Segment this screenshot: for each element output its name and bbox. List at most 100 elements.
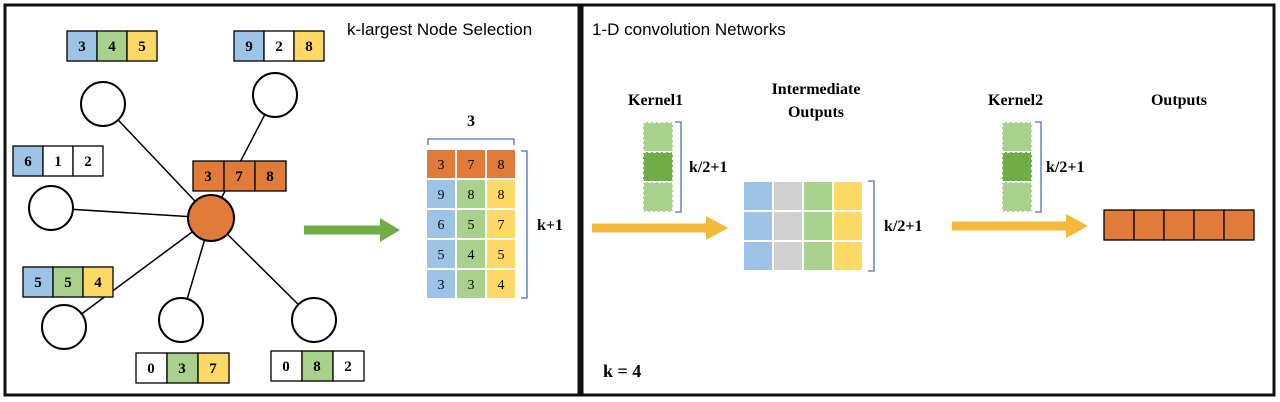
neighbor-node [252,72,298,118]
label-value: 8 [305,39,313,55]
intermediate-cell [832,210,864,242]
left-panel-title: k-largest Node Selection [347,20,532,39]
kernel-cell [1001,151,1033,183]
kernel-cell [642,181,674,213]
neighbor-nodes [28,72,337,350]
intermediate-cell [742,240,774,272]
label-value: 8 [266,169,274,185]
label-cell [66,30,98,62]
label-value: 2 [84,154,92,170]
matrix-cell [425,268,457,300]
neighbor-label-3: 6 1 2 [12,145,104,177]
kernel1-label: Kernel1 [628,92,683,109]
label-cell [82,266,114,298]
selected-matrix: 3 k+1 3 7 8 9 8 8 6 5 7 5 4 5 3 3 4 [425,113,563,300]
matrix-value: 8 [468,188,475,203]
label-cell [332,350,365,382]
label-value: 2 [344,359,352,375]
matrix-cell [485,208,517,240]
edge [63,217,212,328]
label-value: 8 [313,359,321,375]
label-value: 3 [178,361,186,377]
neighbor-label-1: 3 4 5 [66,30,158,62]
intermediate-cell [742,210,774,242]
label-value: 0 [282,359,290,375]
kernel1-brace [675,121,682,213]
yellow-arrowhead-2 [1066,214,1088,238]
neighbor-node [80,81,126,127]
neighbor-label-6: 0 8 2 [270,350,365,382]
k-note: k = 4 [603,361,641,381]
label-value: 3 [78,39,86,55]
intermediate-cell [772,180,804,212]
label-cell [52,266,84,298]
label-value: 9 [245,39,253,55]
kernel2: Kernel2 k/2+1 [988,92,1084,213]
matrix-cell [455,148,487,180]
matrix-value: 4 [468,248,475,263]
edge [210,217,315,321]
intermediate-outputs: Intermediate Outputs k/2+1 [742,81,922,272]
matrix-value: 4 [498,278,505,293]
output-cell [1103,209,1135,241]
matrix-value: 5 [438,248,445,263]
intermediate-cell [802,240,834,272]
matrix-cell [455,178,487,210]
matrix-value: 8 [498,158,505,173]
neighbor-node [158,297,204,343]
kernel2-size: k/2+1 [1046,159,1084,176]
label-value: 7 [209,361,217,377]
label-value: 5 [138,39,146,55]
kernel1: Kernel1 k/2+1 [628,92,727,213]
center-node-label: 3 7 8 [192,160,287,192]
neighbor-label-2: 9 2 8 [233,30,325,62]
kernel2-label: Kernel2 [988,92,1043,109]
label-value: 5 [34,275,42,291]
outputs-label: Outputs [1151,92,1207,109]
green-arrowhead [380,218,400,242]
kernel2-brace [1035,121,1042,213]
left-panel-border [3,3,581,397]
intermediate-label-line1: Intermediate [772,81,861,98]
neighbor-node [291,297,337,343]
kernel-cell [642,121,674,153]
center-node [187,194,235,242]
neighbor-node [28,185,74,231]
intermediate-label-line2: Outputs [788,104,844,121]
matrix-value: 3 [438,278,445,293]
matrix-value: 5 [498,248,505,263]
right-panel-border [580,3,1276,397]
kernel-cell [1001,121,1033,153]
intermediate-cell [772,210,804,242]
label-value: 4 [94,275,102,291]
yellow-arrowhead-1 [706,216,728,240]
label-cell [254,160,287,192]
label-value: 0 [147,361,155,377]
label-value: 2 [275,39,283,55]
output-cell [1223,209,1255,241]
matrix-value: 3 [438,158,445,173]
output-cell [1193,209,1225,241]
intermediate-cell [802,210,834,242]
label-cell [197,352,230,384]
label-cell [22,266,54,298]
outputs: Outputs [1103,92,1255,241]
edge [50,207,212,219]
matrix-side-label: k+1 [537,217,563,234]
neighbor-node [41,304,87,350]
label-cell [135,352,168,384]
intermediate-cell [832,180,864,212]
matrix-value: 7 [468,158,475,173]
matrix-value: 3 [468,278,475,293]
label-value: 1 [54,154,62,170]
neighbor-label-5: 0 3 7 [135,352,230,384]
label-cell [12,145,44,177]
matrix-top-brace [427,138,515,145]
matrix-value: 8 [498,188,505,203]
intermediate-size: k/2+1 [884,218,922,235]
matrix-cell [455,268,487,300]
label-cell [72,145,104,177]
matrix-cell [485,178,517,210]
label-value: 5 [64,275,72,291]
